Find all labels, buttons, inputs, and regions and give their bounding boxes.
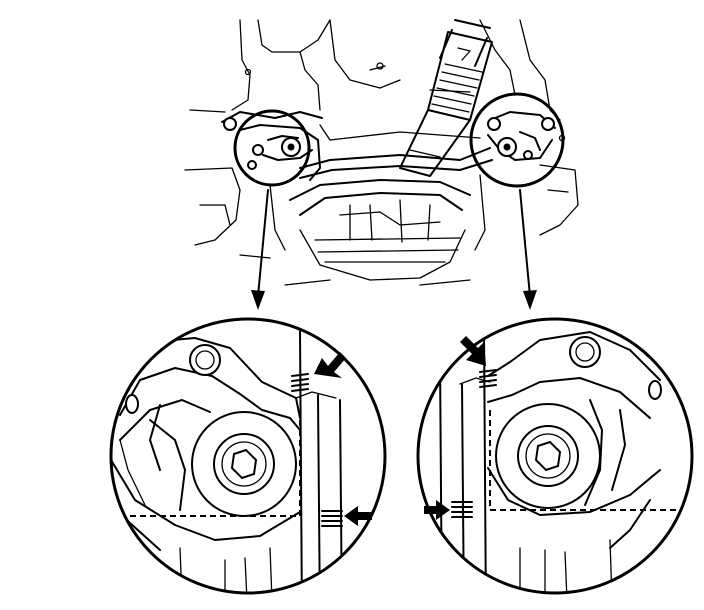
pointer-arrow-icon (251, 189, 269, 310)
bolt-icon (534, 440, 562, 472)
left-bracket (221, 111, 323, 181)
pointer-arrow-icon (519, 189, 537, 310)
right-bracket (487, 111, 556, 161)
subframe (269, 124, 493, 286)
bolt-icon (230, 448, 258, 480)
left-detail-circle (109, 317, 387, 595)
shock-absorber (399, 19, 493, 177)
pointer-arrow-icon (424, 500, 450, 520)
pointer-arrow-icon (344, 506, 372, 526)
overview-view (184, 19, 579, 310)
left-callout-circle (233, 109, 311, 187)
alignment-mark-icon (291, 373, 309, 392)
alignment-mark-icon (451, 501, 473, 518)
right-callout-circle (469, 92, 565, 188)
detail-right-view (416, 317, 694, 595)
detail-left-view (109, 317, 387, 595)
right-detail-circle (416, 317, 694, 595)
alignment-mark-icon (321, 510, 343, 527)
pointer-arrow-icon (314, 352, 346, 378)
vehicle-body-outline (184, 19, 579, 259)
alignment-mark-icon (479, 369, 497, 388)
pointer-arrow-icon (460, 336, 486, 366)
